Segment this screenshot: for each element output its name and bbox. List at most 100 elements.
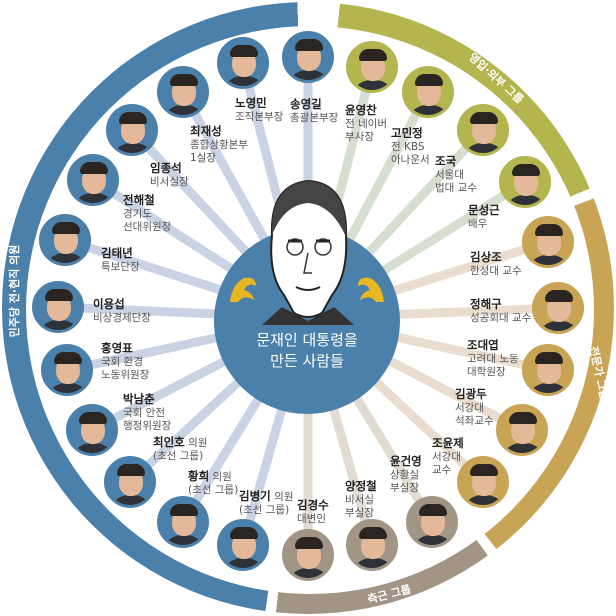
person-photo — [402, 66, 454, 118]
person-photo — [67, 154, 119, 206]
person-title: 법대 교수 — [435, 182, 477, 194]
person-photo — [157, 496, 209, 548]
person-name: 김광두 — [455, 387, 487, 401]
person-title: 고려대 노동 — [467, 353, 519, 365]
person-title: 조직본부장 — [235, 111, 284, 123]
person-title: 경기도 — [123, 208, 152, 220]
person-suffix: 의원 — [270, 491, 294, 503]
person-photo — [457, 456, 509, 508]
person-title: 1실장 — [190, 152, 217, 164]
person-photo — [499, 156, 551, 208]
person-name: 황희 — [188, 469, 210, 483]
person-title: 전 네이버 — [345, 118, 387, 130]
person-title: 서강대 — [432, 451, 461, 463]
person-title: (초선 그룹) — [188, 484, 239, 496]
person-title: 서울대 — [435, 169, 464, 181]
person-label: 김병기 의원(초선 그룹) — [239, 490, 293, 517]
person-suffix: 의원 — [209, 471, 232, 483]
person-name: 임종석 — [150, 161, 182, 175]
person-photo — [532, 282, 584, 334]
person-title: 부사장 — [345, 131, 374, 143]
person-photo — [157, 66, 209, 118]
person-name: 문성근 — [468, 203, 500, 217]
person-name: 고민정 — [391, 126, 423, 140]
person-name: 노영민 — [235, 96, 267, 110]
person-name: 김태년 — [101, 246, 133, 260]
phoenix-emblem-right-icon — [358, 277, 384, 302]
person-name: 박남춘 — [123, 392, 155, 406]
person-title: 배우 — [468, 218, 488, 230]
person-name: 최인호 — [153, 435, 185, 449]
person-name: 조대엽 — [467, 338, 499, 352]
person-title: 대학원장 — [467, 366, 506, 378]
person-photo — [496, 404, 548, 456]
person-photo — [41, 344, 93, 396]
person-title: 비서실장 — [150, 176, 189, 188]
person-title: 국회 환경 — [101, 356, 143, 368]
person-title: (초선 그룹) — [239, 504, 290, 516]
person-photo — [39, 214, 91, 266]
person-title: 한성대 교수 — [470, 265, 522, 277]
person-name: 최재성 — [190, 124, 222, 138]
person-title: 행정위원장 — [123, 420, 172, 432]
portrait-illustration — [262, 179, 354, 325]
person-photo — [104, 456, 156, 508]
person-name: 조윤제 — [432, 436, 464, 450]
person-title: 비상경제단장 — [93, 312, 151, 324]
person-title: 노동위원장 — [101, 369, 150, 381]
person-name: 김병기 — [239, 489, 271, 503]
person-title: 국회 안전 — [123, 407, 165, 419]
person-title: 비서실 — [345, 494, 374, 506]
person-name: 홍영표 — [101, 341, 133, 355]
person-name: 송영길 — [290, 97, 322, 111]
person-title: 아나운서 — [391, 154, 430, 166]
phoenix-emblem-left-icon — [230, 277, 256, 302]
person-title: 특보단장 — [101, 261, 140, 273]
person-title: (초선 그룹) — [153, 450, 204, 462]
person-photo — [522, 216, 574, 268]
person-photo — [106, 104, 158, 156]
person-title: 부실장 — [345, 507, 374, 519]
person-photo — [282, 31, 334, 83]
person-title: 종합상황본부 — [190, 139, 248, 151]
person-name: 김상조 — [470, 250, 502, 264]
person-name: 이용섭 — [93, 297, 125, 311]
person-title: 서강대 — [455, 402, 484, 414]
person-title: 전 KBS — [391, 141, 425, 153]
person-name: 정해구 — [470, 297, 502, 311]
person-photo — [522, 344, 574, 396]
person-photo — [217, 519, 269, 571]
person-photo — [66, 404, 118, 456]
person-label: 최인호 의원(초선 그룹) — [153, 436, 207, 463]
person-title: 부실장 — [390, 482, 419, 494]
person-photo — [406, 496, 458, 548]
person-photo — [217, 37, 269, 89]
person-photo — [346, 41, 398, 93]
person-title: 총괄본부장 — [290, 112, 339, 124]
person-photo — [457, 104, 509, 156]
person-name: 전해철 — [123, 193, 155, 207]
person-name: 윤영찬 — [345, 103, 377, 117]
person-title: 석좌교수 — [455, 415, 494, 427]
person-label: 황희 의원(초선 그룹) — [188, 470, 238, 497]
person-title: 상황실 — [390, 469, 419, 481]
person-photo — [32, 281, 84, 333]
